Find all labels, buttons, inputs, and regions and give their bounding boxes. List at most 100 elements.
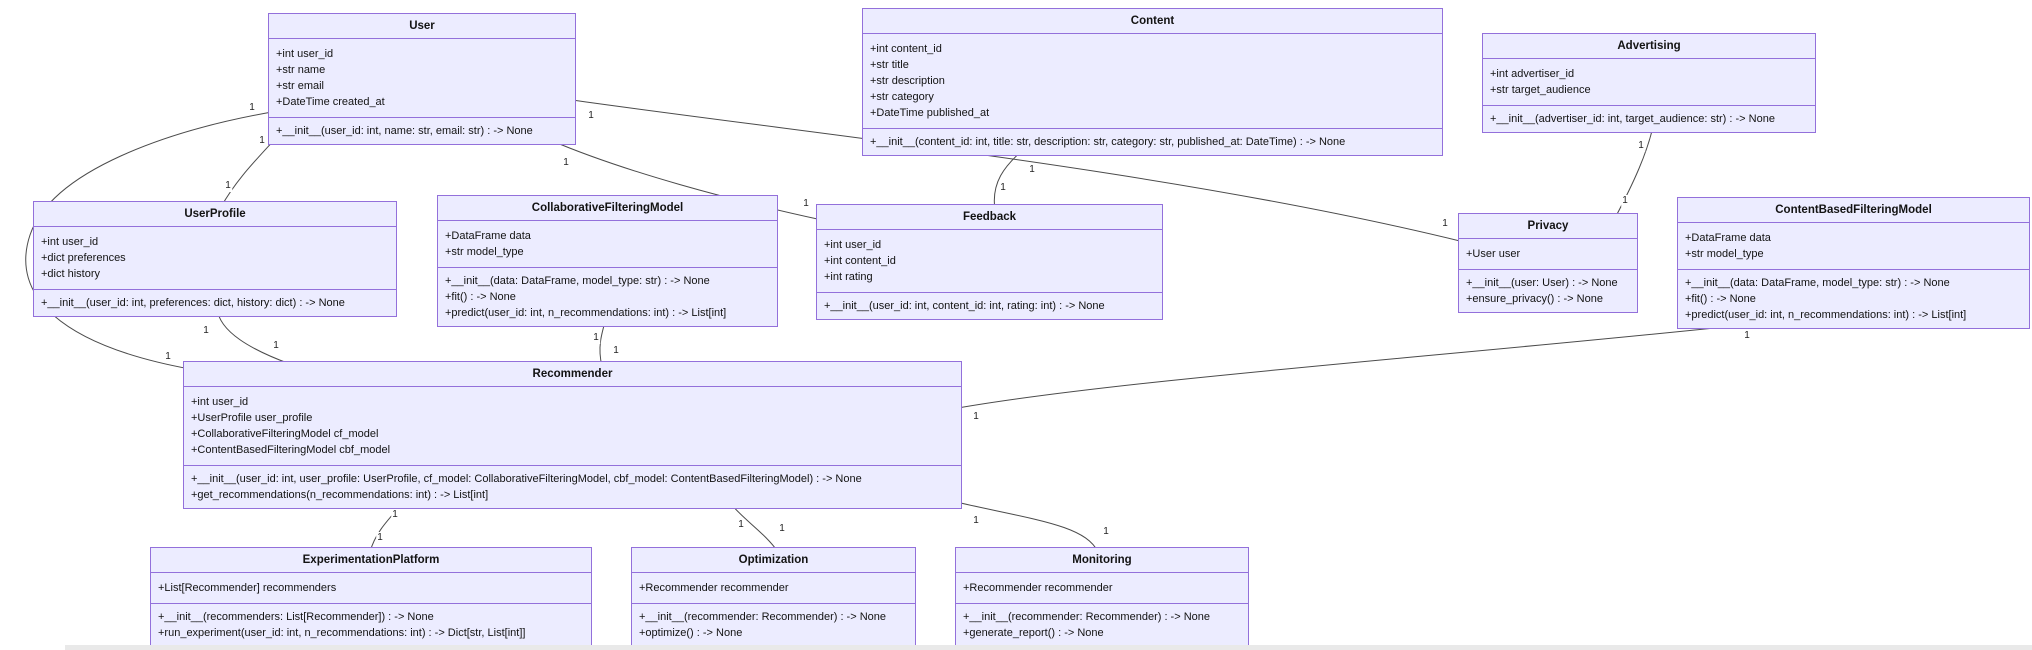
attribute-row: +str model_type <box>1685 248 1764 260</box>
class-attributes: +DataFrame data +str model_type <box>1678 222 2029 269</box>
attribute-row: +int user_id <box>41 236 99 248</box>
class-node-monitoring: Monitoring +Recommender recommender +__i… <box>955 547 1249 647</box>
method-row: +__init__(advertiser_id: int, target_aud… <box>1490 113 1775 125</box>
method-row: +fit() : -> None <box>445 291 516 303</box>
class-attributes: +Recommender recommender <box>956 572 1248 603</box>
method-row: +__init__(data: DataFrame, model_type: s… <box>1685 277 1950 289</box>
class-node-userprofile: UserProfile +int user_id+dict preference… <box>33 201 397 317</box>
method-row: +run_experiment(user_id: int, n_recommen… <box>158 627 526 639</box>
attribute-row: +int user_id <box>824 239 882 251</box>
attribute-row: +str name <box>276 64 326 76</box>
class-node-privacy: Privacy +User user +__init__(user: User)… <box>1458 213 1638 313</box>
edge-contentbasedfilteringmodel--recommender <box>957 319 1791 409</box>
method-row: +predict(user_id: int, n_recommendations… <box>445 307 727 319</box>
attribute-row: +int user_id <box>276 48 334 60</box>
class-attributes: +Recommender recommender <box>632 572 915 603</box>
class-methods: +__init__(data: DataFrame, model_type: s… <box>1678 269 2029 328</box>
attribute-row: +int content_id <box>870 43 942 55</box>
class-node-feedback: Feedback +int user_id+int content_id+int… <box>816 204 1163 320</box>
class-attributes: +int advertiser_id +str target_audience <box>1483 58 1815 105</box>
class-title: ExperimentationPlatform <box>302 554 440 566</box>
class-methods: +__init__(data: DataFrame, model_type: s… <box>438 267 777 326</box>
attribute-row: +DateTime created_at <box>276 96 385 108</box>
method-row: +__init__(data: DataFrame, model_type: s… <box>445 275 710 287</box>
class-title: CollaborativeFilteringModel <box>531 202 684 214</box>
class-methods: +__init__(recommender: Recommender) : ->… <box>956 603 1248 646</box>
class-title: UserProfile <box>184 208 246 220</box>
class-title: User <box>409 20 435 32</box>
class-title: Optimization <box>738 554 809 566</box>
attribute-row: +str target_audience <box>1490 84 1591 96</box>
edge-user--privacy <box>571 99 1465 243</box>
class-title: Privacy <box>1527 220 1569 232</box>
method-row: +optimize() : -> None <box>639 627 743 639</box>
class-methods: +__init__(recommenders: List[Recommender… <box>151 603 591 646</box>
attribute-row: +str model_type <box>445 246 524 258</box>
method-row: +predict(user_id: int, n_recommendations… <box>1685 309 1967 321</box>
class-methods: +__init__(user: User) : -> None +ensure_p… <box>1459 269 1637 312</box>
class-attributes: +int content_id +str title +str descriptio… <box>863 33 1442 128</box>
attribute-row: +CollaborativeFilteringModel cf_model <box>191 428 379 440</box>
class-methods: +__init__(advertiser_id: int, target_aud… <box>1483 105 1815 132</box>
class-node-content: Content +int content_id+str title+str de… <box>862 8 1443 156</box>
attribute-row: +UserProfile user_profile <box>191 412 313 424</box>
class-attributes: +int user_id +UserProfile user_profile +Co… <box>184 386 961 465</box>
class-title: Recommender <box>532 368 613 380</box>
attribute-row: +User user <box>1466 248 1521 260</box>
attribute-row: +Recommender recommender <box>963 582 1113 594</box>
edge-user--recommender <box>25 111 273 370</box>
class-title: Feedback <box>962 211 1017 223</box>
method-row: +__init__(recommenders: List[Recommender… <box>158 611 434 623</box>
attribute-row: +DataFrame data <box>1685 232 1771 244</box>
attribute-row: +str email <box>276 80 324 92</box>
attribute-row: +dict history <box>41 268 100 280</box>
class-methods: +__init__(user_id: int, preferences: dic… <box>34 289 396 316</box>
class-node-recommender: Recommender +int user_id +UserProfile use… <box>183 361 962 509</box>
attribute-row: +List[Recommender] recommenders <box>158 582 337 594</box>
class-node-contentbasedfilteringmodel: ContentBasedFilteringModel +DataFrame da… <box>1677 197 2030 329</box>
method-row: +__init__(user_id: int, name: str, email… <box>276 125 533 137</box>
edge-advertising--privacy <box>1614 121 1655 219</box>
class-node-optimization: Optimization +Recommender recommender +_… <box>631 547 916 647</box>
edge-recommender--experimentationplatform <box>369 503 403 553</box>
class-title: Monitoring <box>1072 554 1132 566</box>
class-methods: +__init__(user_id: int, user_profile: Us… <box>184 465 961 508</box>
class-title: ContentBasedFilteringModel <box>1775 204 1932 216</box>
class-attributes: +DataFrame data +str model_type <box>438 220 777 267</box>
method-row: +ensure_privacy() : -> None <box>1466 293 1603 305</box>
class-methods: +__init__(recommender: Recommender) : ->… <box>632 603 915 646</box>
method-row: +get_recommendations(n_recommendations: … <box>191 489 489 501</box>
class-attributes: +int user_id +str name +str email +DateTime… <box>269 38 575 117</box>
attribute-row: +DateTime published_at <box>870 107 990 119</box>
method-row: +__init__(user_id: int, content_id: int,… <box>824 300 1105 312</box>
attribute-row: +int advertiser_id <box>1490 68 1575 80</box>
method-row: +__init__(content_id: int, title: str, d… <box>870 136 1346 148</box>
attribute-row: +int user_id <box>191 396 249 408</box>
class-methods: +__init__(user_id: int, name: str, email… <box>269 117 575 144</box>
class-methods: +__init__(content_id: int, title: str, d… <box>863 128 1442 155</box>
attribute-row: +int content_id <box>824 255 896 267</box>
edge-user--feedback <box>549 139 823 221</box>
horizontal-scrollbar[interactable] <box>65 645 2032 650</box>
edge-recommender--monitoring <box>955 501 1099 553</box>
attribute-row: +Recommender recommender <box>639 582 789 594</box>
edge-user--userprofile <box>220 137 277 208</box>
attribute-row: +str title <box>870 59 909 71</box>
method-row: +__init__(user_id: int, preferences: dic… <box>41 297 345 309</box>
class-node-advertising: Advertising +int advertiser_id +str targe… <box>1482 33 1816 133</box>
method-row: +__init__(recommender: Recommender) : ->… <box>963 611 1211 623</box>
method-row: +__init__(user_id: int, user_profile: Us… <box>191 473 862 485</box>
method-row: +generate_report() : -> None <box>963 627 1104 639</box>
class-node-collaborativefilteringmodel: CollaborativeFilteringModel +DataFrame d… <box>437 195 778 327</box>
class-methods: +__init__(user_id: int, content_id: int,… <box>817 292 1162 319</box>
attribute-row: +str category <box>870 91 934 103</box>
class-attributes: +List[Recommender] recommenders <box>151 572 591 603</box>
method-row: +__init__(user: User) : -> None <box>1466 277 1618 289</box>
attribute-row: +ContentBasedFilteringModel cbf_model <box>191 444 391 456</box>
attribute-row: +DataFrame data <box>445 230 531 242</box>
class-node-user: User +int user_id +str name +str email +Dat… <box>268 13 576 145</box>
class-node-experimentationplatform: ExperimentationPlatform +List[Recommende… <box>150 547 592 647</box>
attribute-row: +str description <box>870 75 945 87</box>
class-title: Advertising <box>1617 40 1681 52</box>
